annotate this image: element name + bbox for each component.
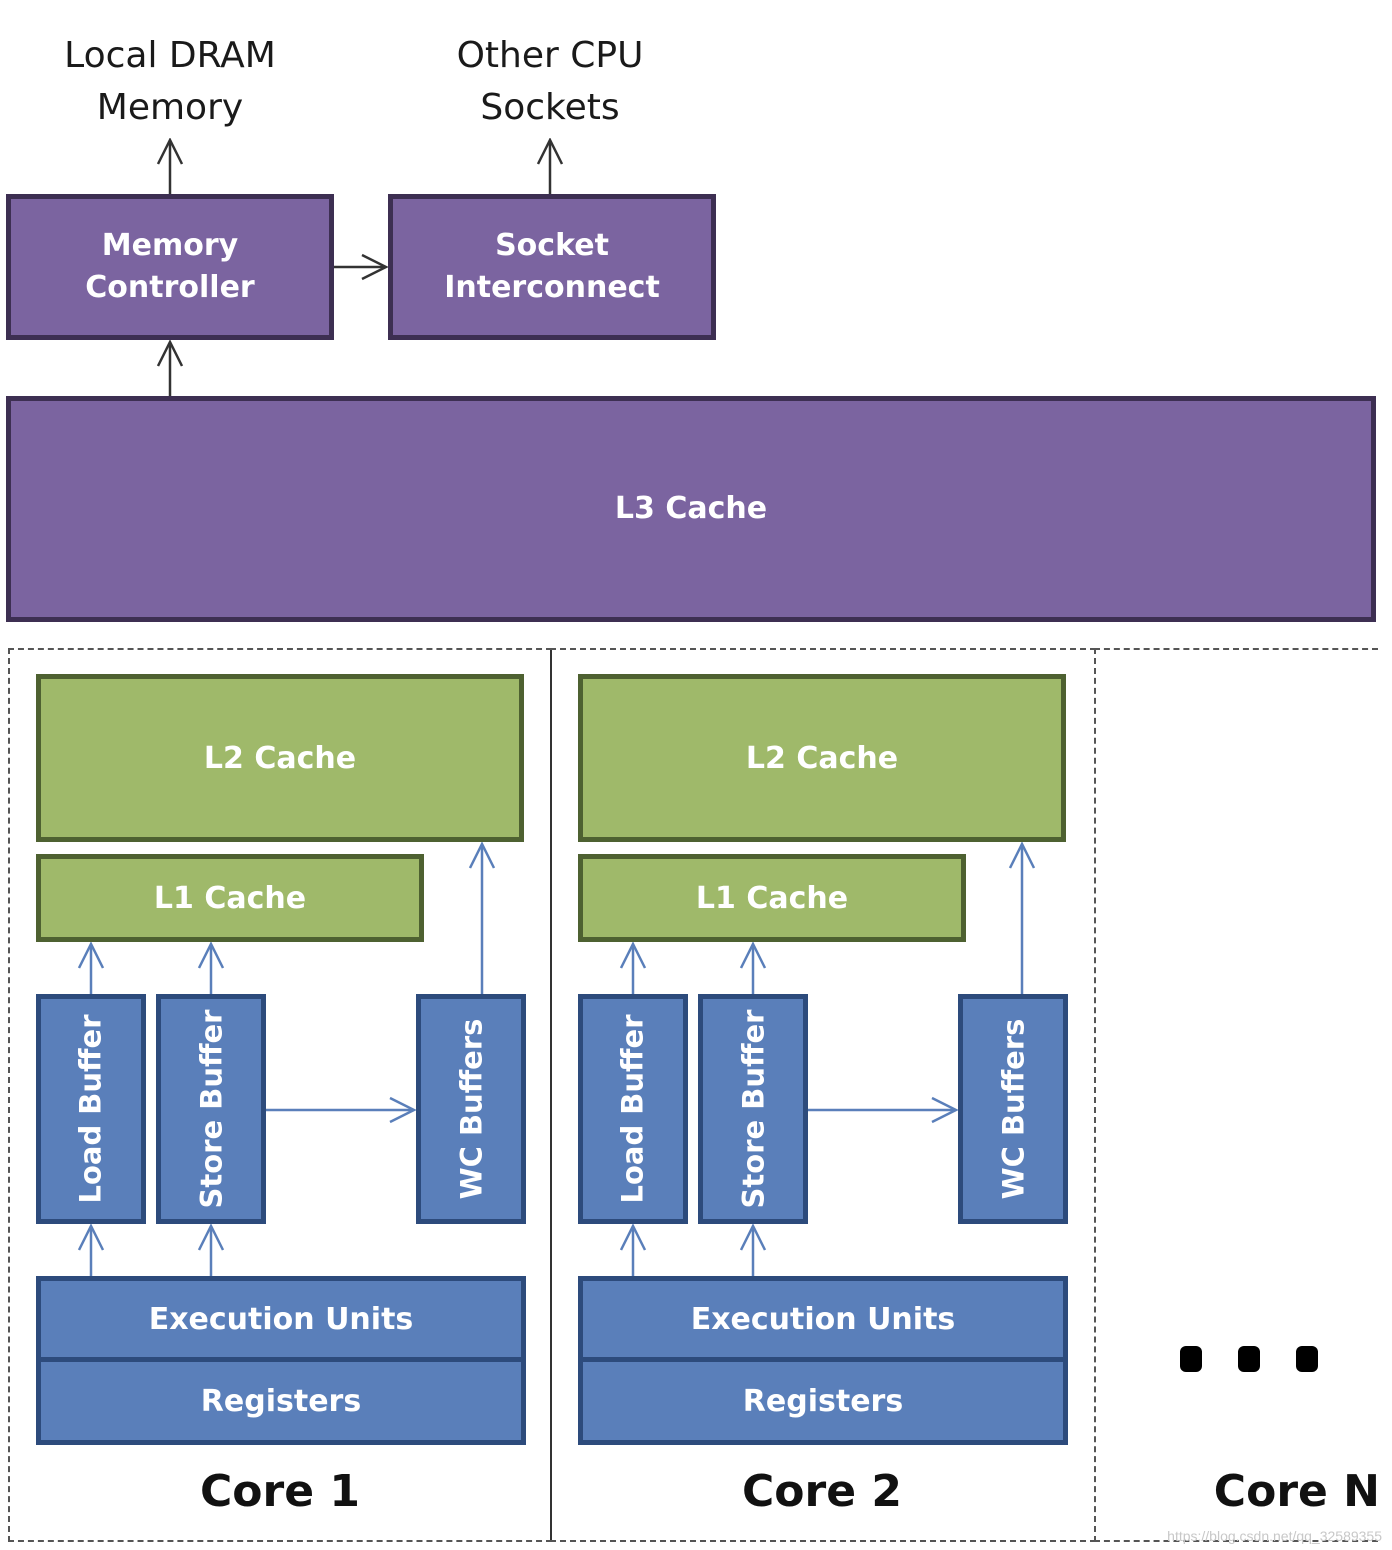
core-1-load-buffer: Load Buffer — [36, 994, 146, 1224]
core-2-registers: Registers — [578, 1357, 1068, 1445]
core-2-wc-buffers: WC Buffers — [958, 994, 1068, 1224]
ellipsis-dot-1 — [1180, 1346, 1202, 1372]
watermark: https://blog.csdn.net/qq_32589355 — [1167, 1528, 1382, 1544]
ellipsis-dot-2 — [1238, 1346, 1260, 1372]
l3-cache-box: L3 Cache — [6, 396, 1376, 622]
ellipsis-dot-3 — [1296, 1346, 1318, 1372]
core-2-l2-cache: L2 Cache — [578, 674, 1066, 842]
core-2-l1-cache: L1 Cache — [578, 854, 966, 942]
registers-label: Registers — [200, 1383, 362, 1419]
memory-controller-label: Memory Controller — [85, 228, 255, 305]
l3-cache-label: L3 Cache — [614, 491, 768, 526]
core-2-execution-units: Execution Units — [578, 1276, 1068, 1362]
registers-label: Registers — [742, 1383, 904, 1419]
local-dram-memory-label: Local DRAM Memory — [64, 35, 276, 128]
socket-interconnect-box: Socket Interconnect — [388, 194, 716, 340]
core-1-panel — [8, 648, 552, 1542]
execution-units-label: Execution Units — [690, 1301, 956, 1337]
other-cpu-sockets-label: Other CPU Sockets — [456, 35, 644, 128]
core-1-registers: Registers — [36, 1357, 526, 1445]
l2-cache-label: L2 Cache — [745, 740, 899, 776]
core-1-l2-cache: L2 Cache — [36, 674, 524, 842]
core-2-panel — [550, 648, 1096, 1542]
core-2-load-buffer: Load Buffer — [578, 994, 688, 1224]
core-n-panel — [1094, 648, 1378, 1542]
memory-controller-box: Memory Controller — [6, 194, 334, 340]
core-1-label: Core 1 — [200, 1466, 360, 1517]
core-1-l1-cache: L1 Cache — [36, 854, 424, 942]
l1-cache-label: L1 Cache — [153, 880, 307, 916]
core-2-store-buffer: Store Buffer — [698, 994, 808, 1224]
l2-cache-label: L2 Cache — [203, 740, 357, 776]
core-1-wc-buffers: WC Buffers — [416, 994, 526, 1224]
core-n-label: Core N — [1213, 1466, 1380, 1517]
l1-cache-label: L1 Cache — [695, 880, 849, 916]
core-2-label: Core 2 — [742, 1466, 902, 1517]
core-1-store-buffer: Store Buffer — [156, 994, 266, 1224]
socket-interconnect-label: Socket Interconnect — [444, 228, 660, 305]
execution-units-label: Execution Units — [148, 1301, 414, 1337]
